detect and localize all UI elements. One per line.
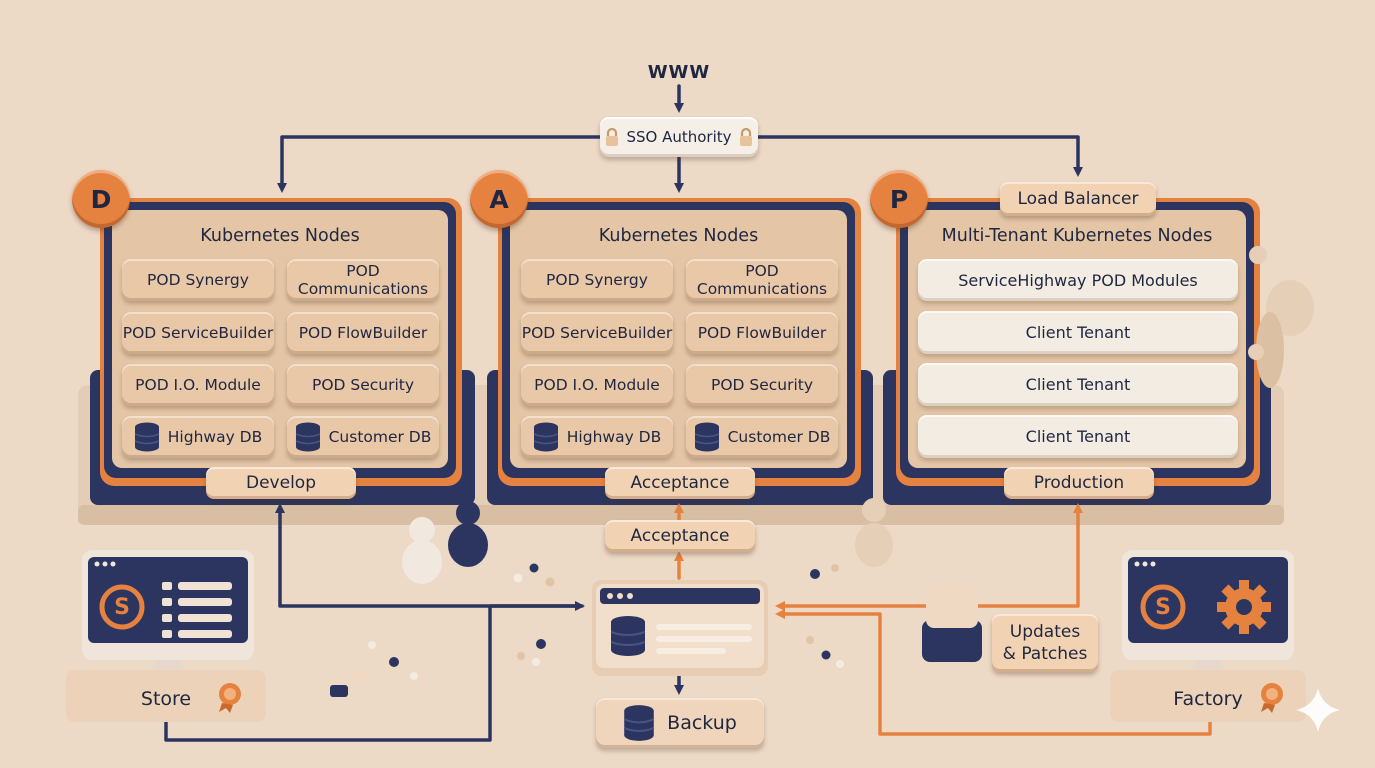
module-pod-security[interactable]: POD Security <box>287 364 439 406</box>
environment-footer-production[interactable]: Production <box>1004 467 1154 499</box>
sso-authority[interactable]: SSO Authority <box>600 117 758 157</box>
factory-icon-letter: S <box>1155 594 1171 620</box>
www-label: WWW <box>647 61 711 83</box>
database-icon <box>624 705 655 741</box>
lock-icon <box>606 127 619 146</box>
client-tenant-row[interactable]: Client Tenant <box>918 311 1238 354</box>
environment-footer-develop[interactable]: Develop <box>206 467 356 499</box>
sparkle-icon <box>1296 688 1340 732</box>
module-pod-flowbuilder[interactable]: POD FlowBuilder <box>287 312 439 354</box>
environment-badge-develop: D <box>72 170 130 228</box>
servicehighway-pod-modules[interactable]: ServiceHighway POD Modules <box>918 259 1238 301</box>
database-icon <box>295 422 320 452</box>
module-pod-synergy[interactable]: POD Synergy <box>122 259 274 301</box>
database-label: Highway DB <box>167 428 263 446</box>
database-label: Customer DB <box>328 428 432 446</box>
store-label[interactable]: Store <box>140 688 192 710</box>
ci-server <box>592 580 768 676</box>
clay-figure-peeking <box>1248 246 1314 388</box>
module-pod-flowbuilder[interactable]: POD FlowBuilder <box>686 312 838 354</box>
database-icon <box>694 422 719 452</box>
acceptance-promote-label[interactable]: Acceptance <box>605 520 755 552</box>
database-icon <box>533 422 559 452</box>
load-balancer[interactable]: Load Balancer <box>1000 182 1156 216</box>
panel-title: Kubernetes Nodes <box>200 226 360 246</box>
package-cubes <box>922 586 982 662</box>
module-pod-synergy[interactable]: POD Synergy <box>521 259 673 301</box>
sso-authority-label: SSO Authority <box>626 128 732 146</box>
factory-label[interactable]: Factory <box>1173 688 1243 710</box>
database-label: Customer DB <box>727 428 831 446</box>
updates-patches[interactable]: Updates & Patches <box>992 614 1098 672</box>
environment-footer-acceptance[interactable]: Acceptance <box>605 467 755 499</box>
updates-line2: & Patches <box>1002 644 1088 664</box>
database-highway-db[interactable]: Highway DB <box>122 416 274 458</box>
module-pod-servicebuilder[interactable]: POD ServiceBuilder <box>122 312 274 354</box>
client-tenant-row[interactable]: Client Tenant <box>918 415 1238 458</box>
panel-title: Kubernetes Nodes <box>598 226 759 246</box>
database-icon <box>134 422 160 452</box>
module-pod-io-module[interactable]: POD I.O. Module <box>521 364 673 406</box>
module-pod-io-module[interactable]: POD I.O. Module <box>122 364 274 406</box>
database-highway-db[interactable]: Highway DB <box>521 416 673 458</box>
environment-badge-acceptance: A <box>470 170 528 228</box>
updates-line1: Updates <box>1009 622 1081 642</box>
store-icon-letter: S <box>114 594 130 620</box>
client-tenant-row[interactable]: Client Tenant <box>918 363 1238 406</box>
database-customer-db[interactable]: Customer DB <box>287 416 439 458</box>
backup[interactable]: Backup <box>596 698 764 748</box>
module-pod-servicebuilder[interactable]: POD ServiceBuilder <box>521 312 673 354</box>
database-label: Highway DB <box>566 428 662 446</box>
database-customer-db[interactable]: Customer DB <box>686 416 838 458</box>
clay-people <box>402 498 893 584</box>
lock-icon <box>739 127 752 146</box>
store-monitor <box>66 550 266 722</box>
module-pod-communications[interactable]: POD Communications <box>287 259 439 301</box>
top-connectors <box>277 84 1083 193</box>
factory-monitor <box>1110 550 1306 722</box>
module-pod-communications[interactable]: POD Communications <box>686 259 838 301</box>
clay-pebbles <box>330 563 844 697</box>
module-pod-security[interactable]: POD Security <box>686 364 838 406</box>
backup-label: Backup <box>667 712 737 734</box>
environment-badge-production: P <box>870 170 928 228</box>
panel-title: Multi-Tenant Kubernetes Nodes <box>941 226 1213 246</box>
